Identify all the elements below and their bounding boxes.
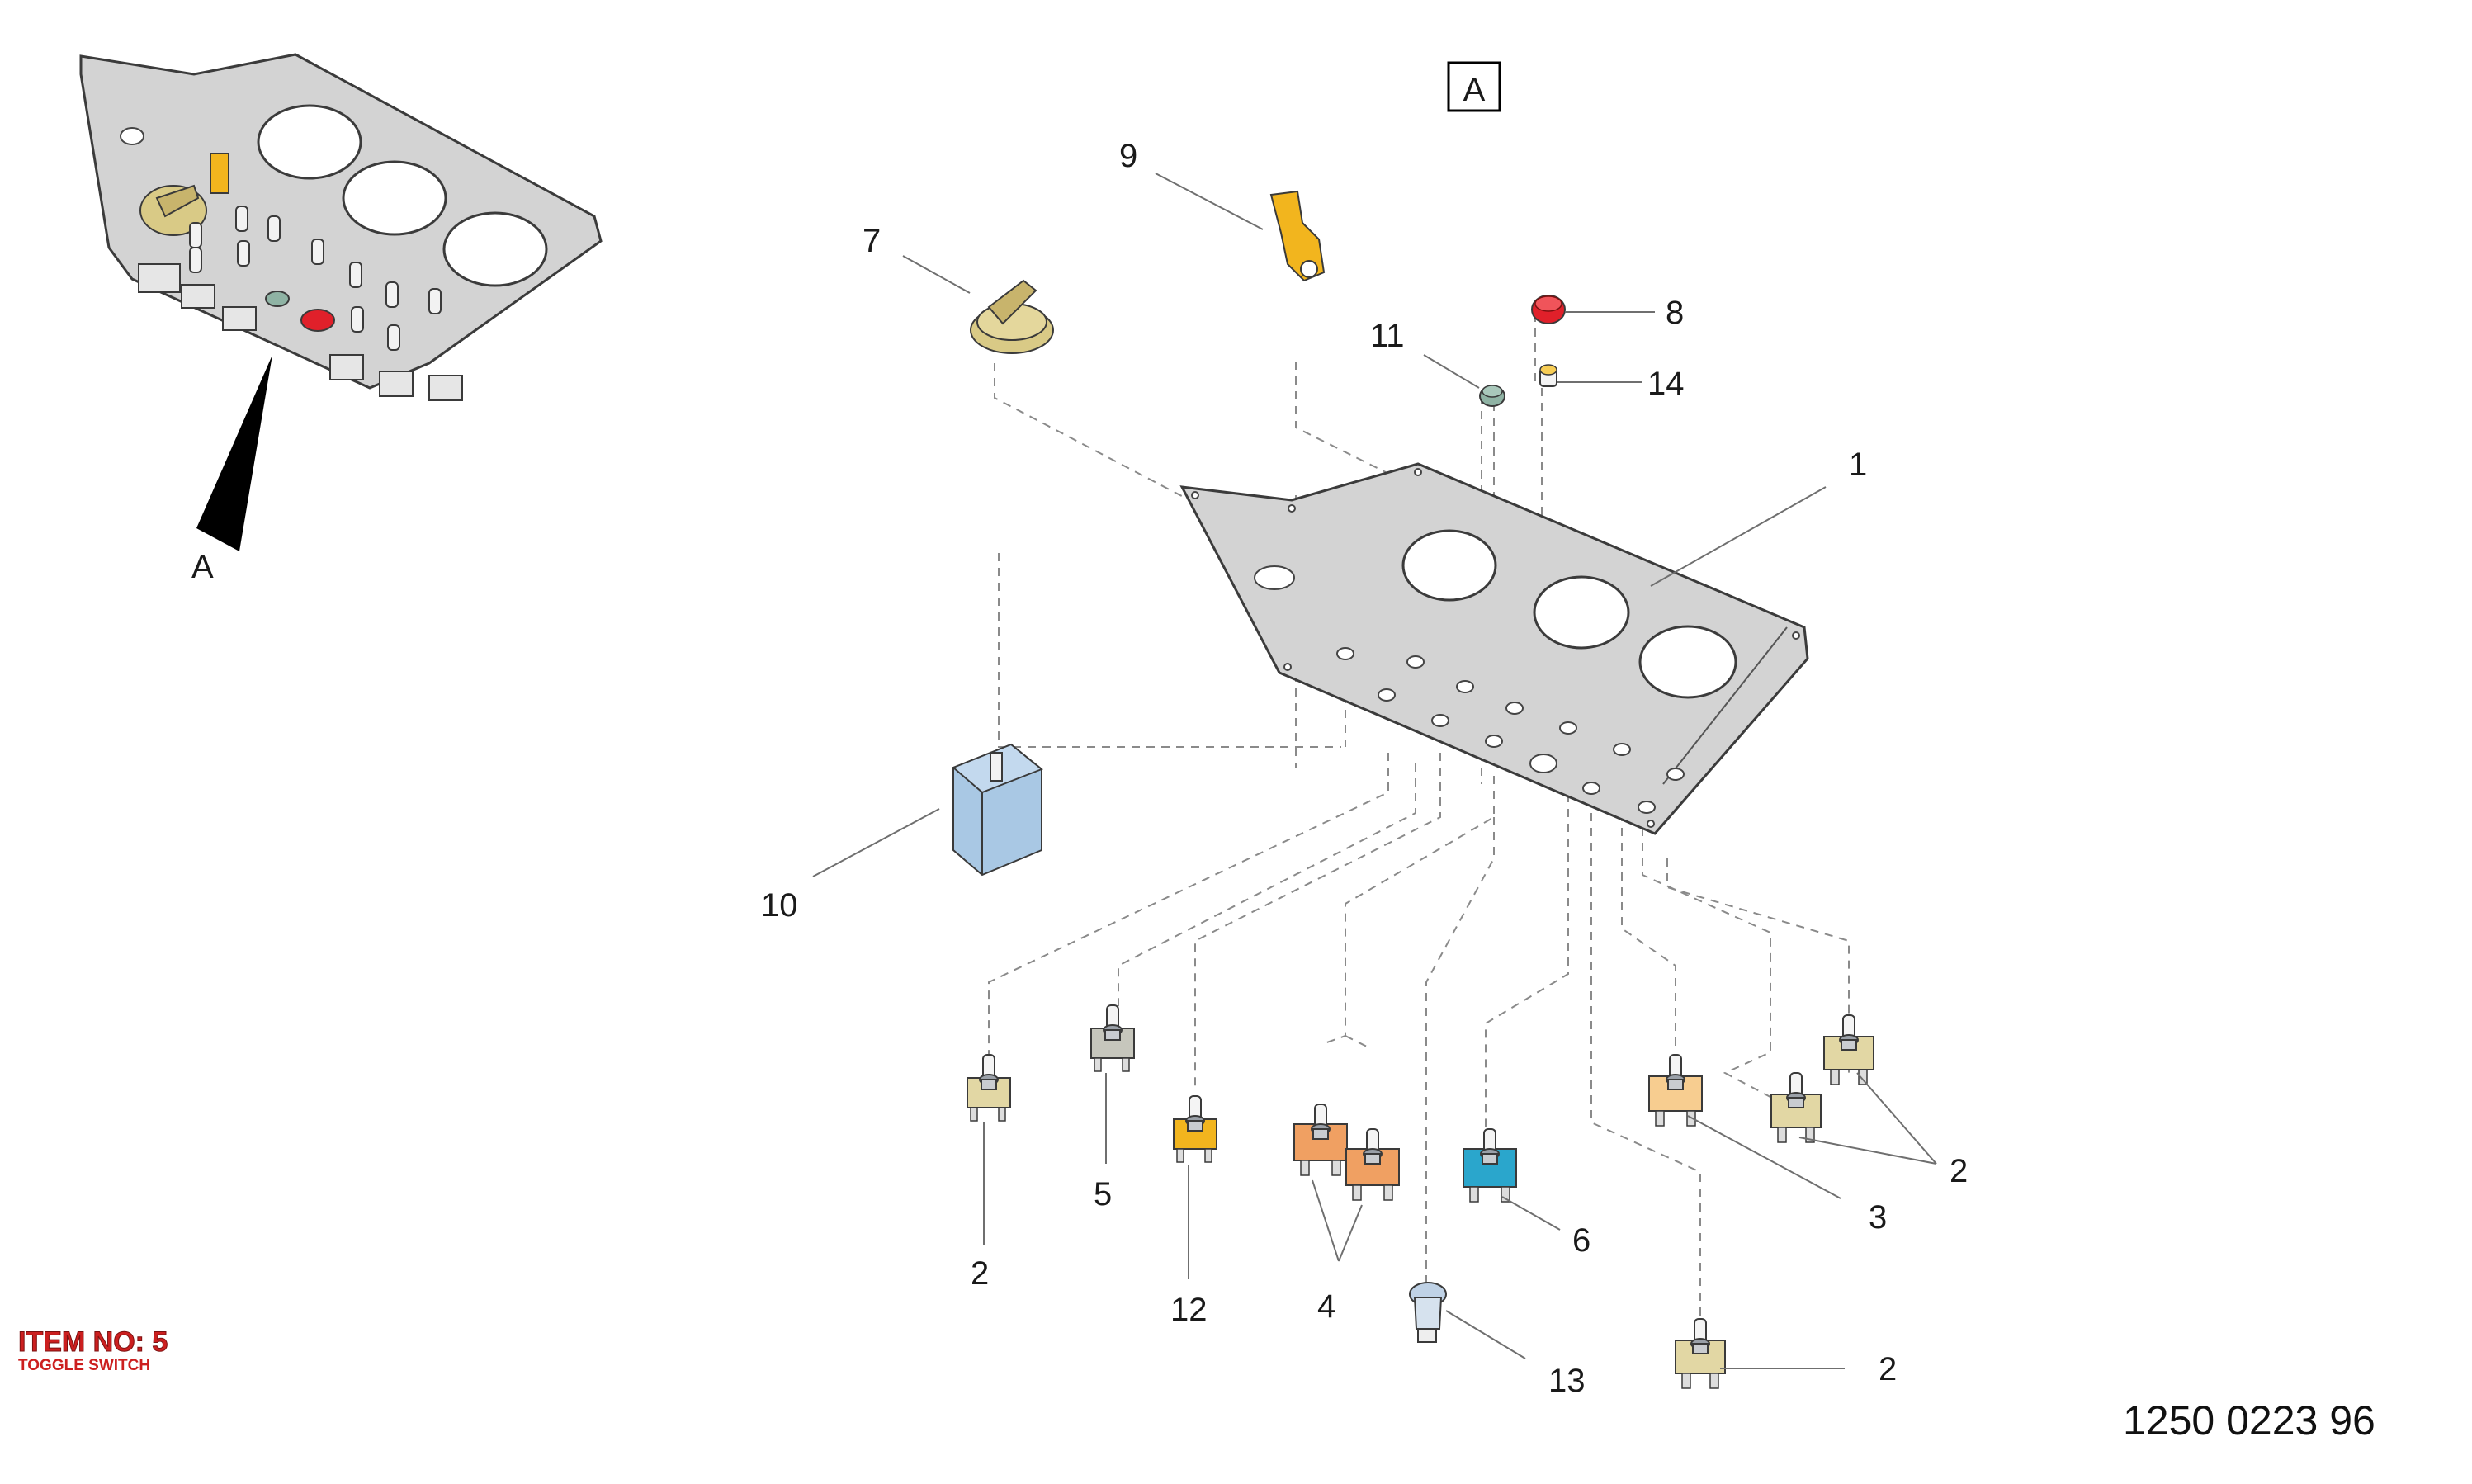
item-info: ITEM NO: 5 TOGGLE SWITCH — [17, 1326, 168, 1375]
callout-6: 6 — [1572, 1222, 1590, 1259]
callout-14: 14 — [1647, 366, 1685, 402]
toggle-switch-4b — [1345, 1128, 1400, 1201]
toggle-switch-2c — [1770, 1072, 1822, 1143]
item-description: TOGGLE SWITCH — [18, 1357, 151, 1374]
mount-hole — [1254, 565, 1295, 590]
callout-10: 10 — [761, 887, 798, 924]
callout-11: 11 — [1370, 318, 1405, 354]
view-label-box: A — [1447, 61, 1501, 112]
toggle-switch-2d — [1675, 1318, 1726, 1389]
rotary-knob — [970, 279, 1054, 354]
indicator-bulb — [1539, 364, 1557, 387]
callout-7: 7 — [863, 223, 881, 259]
relay-box — [952, 743, 1043, 877]
item-number: ITEM NO: 5 — [17, 1326, 168, 1358]
gauge-hole-3 — [1638, 625, 1737, 699]
toggle-switch-4a — [1293, 1104, 1348, 1176]
green-indicator-lamp — [1479, 385, 1505, 407]
view-arrow-a — [196, 355, 272, 551]
leader-lines — [812, 173, 1937, 1369]
callout-1: 1 — [1849, 447, 1867, 483]
overview-key-switch — [210, 153, 229, 194]
plate-bend-line — [1662, 626, 1788, 785]
red-warning-lamp — [1531, 295, 1566, 324]
toggle-switch-2b — [1823, 1014, 1874, 1085]
drawing-number: 1250 0223 96 — [2123, 1397, 2375, 1444]
overview-toggles — [189, 206, 442, 351]
overview-red-lamp — [300, 309, 335, 332]
toggle-switch-12 — [1173, 1095, 1217, 1163]
overview-terminals — [138, 263, 463, 401]
gauge-hole-2 — [1533, 575, 1630, 650]
callout-numbers: 7 9 8 14 11 1 10 2 5 12 4 6 3 2 13 2 — [761, 138, 1968, 1399]
callout-13: 13 — [1548, 1363, 1586, 1399]
view-arrow-label: A — [191, 549, 214, 585]
callout-4: 4 — [1317, 1288, 1335, 1325]
overview-mount-hole — [120, 127, 144, 145]
callout-2-bottom: 2 — [1879, 1351, 1897, 1387]
callout-2-right: 2 — [1950, 1153, 1968, 1189]
lamp-holder — [1409, 1282, 1447, 1343]
overview-thumbnail: A — [79, 53, 603, 585]
toggle-switch-5 — [1090, 1004, 1135, 1072]
callout-9: 9 — [1119, 138, 1137, 174]
overview-knob-grip — [155, 184, 200, 218]
toggle-switch-3 — [1648, 1054, 1703, 1127]
callout-8: 8 — [1666, 295, 1684, 331]
key-switch — [1269, 190, 1326, 282]
overview-gauge-hole-2 — [342, 160, 447, 236]
gauge-hole-1 — [1401, 529, 1497, 602]
toggle-switch-6 — [1463, 1128, 1517, 1203]
callout-5: 5 — [1094, 1176, 1112, 1212]
toggle-switch-2a — [967, 1054, 1011, 1122]
view-label: A — [1463, 72, 1486, 108]
overview-gauge-hole-3 — [442, 211, 548, 287]
plate-corner-holes — [1191, 468, 1800, 828]
callout-2-left: 2 — [971, 1255, 989, 1292]
switch-holes — [1336, 647, 1685, 814]
callout-3: 3 — [1869, 1199, 1887, 1236]
callout-12: 12 — [1170, 1292, 1208, 1328]
panel-plate — [1179, 462, 1809, 835]
overview-gauge-hole-1 — [257, 104, 362, 180]
overview-green-lamp — [265, 291, 290, 307]
